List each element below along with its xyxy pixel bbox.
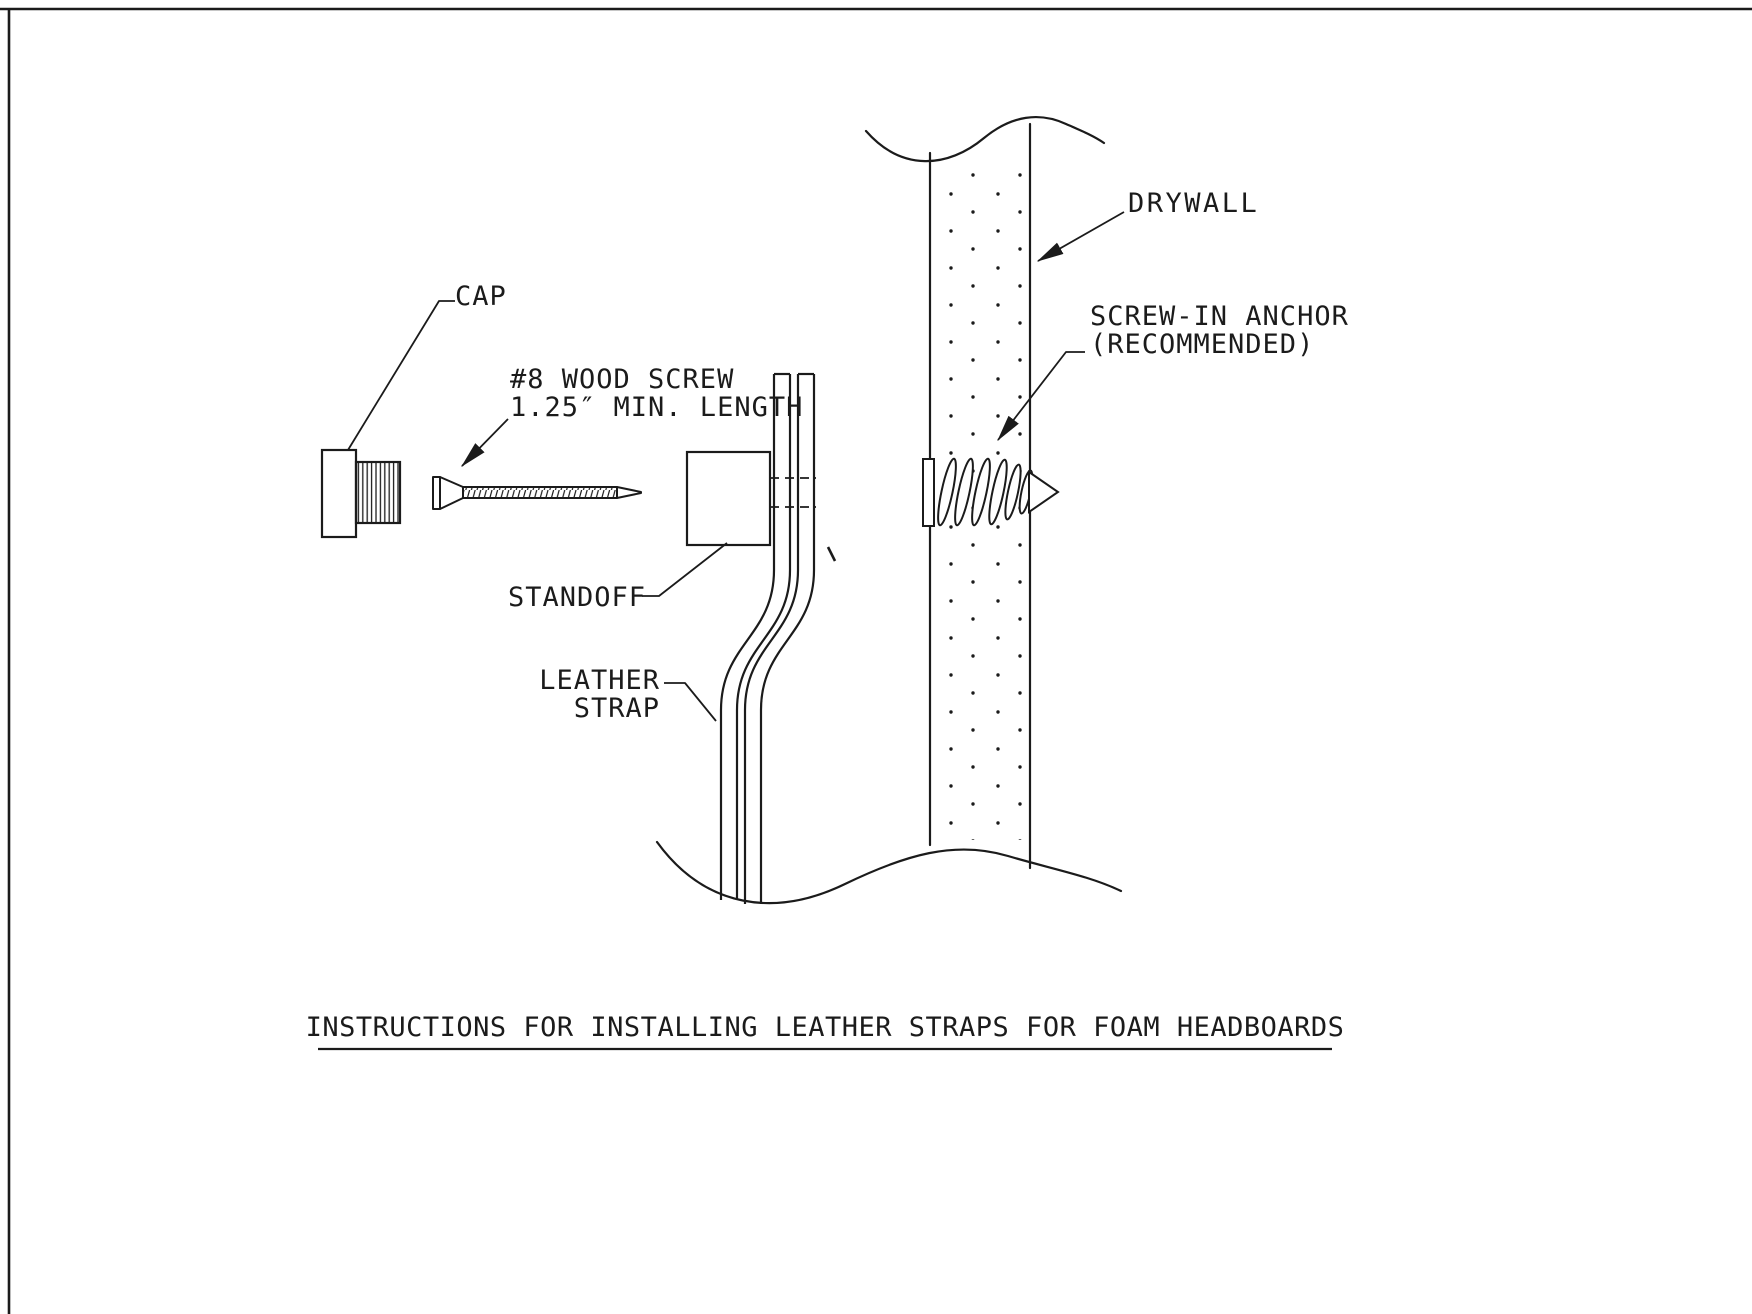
leather-strap-drawing (719, 372, 837, 904)
leather-strap-label-line2: STRAP (574, 693, 660, 724)
wood-screw-label-line1: #8 WOOD SCREW (510, 364, 734, 395)
cap-head (320, 448, 358, 539)
drywall-label: DRYWALL (1128, 188, 1259, 219)
wood-screw-leader (461, 418, 509, 467)
standoff-label: STANDOFF (508, 582, 646, 613)
anchor-thread (937, 457, 957, 527)
drywall-leader (1036, 211, 1125, 262)
break-line-top (864, 116, 1106, 163)
screw-tip (616, 486, 642, 499)
break-line-bottom (655, 840, 1123, 905)
standoff-leader (642, 542, 728, 597)
anchor-thread (988, 458, 1008, 526)
anchor-leader (997, 351, 1085, 442)
standoff-block (685, 450, 772, 547)
anchor-thread (1004, 463, 1022, 521)
cap-label: CAP (455, 281, 507, 312)
anchor-thread (971, 457, 991, 527)
wood-screw-label-line2: 1.25″ MIN. LENGTH (510, 392, 803, 423)
cap-threaded-barrel (354, 460, 402, 525)
standoff-drawing (685, 450, 816, 547)
leather-strap-leader (664, 682, 717, 722)
drywall-drawing (655, 116, 1123, 905)
stray-tick-mark (826, 546, 837, 562)
wood-screw-drawing (432, 476, 642, 510)
hidden-screw-hole-lines (770, 477, 816, 508)
anchor-tip (1028, 470, 1060, 514)
screw-in-anchor-drawing (922, 457, 1060, 527)
drawing-title: INSTRUCTIONS FOR INSTALLING LEATHER STRA… (306, 1012, 1345, 1043)
anchor-label-line1: SCREW-IN ANCHOR (1090, 301, 1349, 332)
anchor-flange (922, 458, 935, 527)
screw-shaft (462, 486, 618, 499)
leader-lines (347, 211, 1125, 722)
cap-drawing (320, 448, 402, 539)
screw-head (432, 476, 441, 510)
leather-strap-label-line1: LEATHER (539, 665, 660, 696)
screw-head-taper (439, 476, 464, 510)
sheet-border (0, 7, 1752, 1314)
anchor-label-line2: (RECOMMENDED) (1090, 329, 1314, 360)
cap-leader (347, 300, 455, 451)
anchor-thread (954, 457, 974, 527)
